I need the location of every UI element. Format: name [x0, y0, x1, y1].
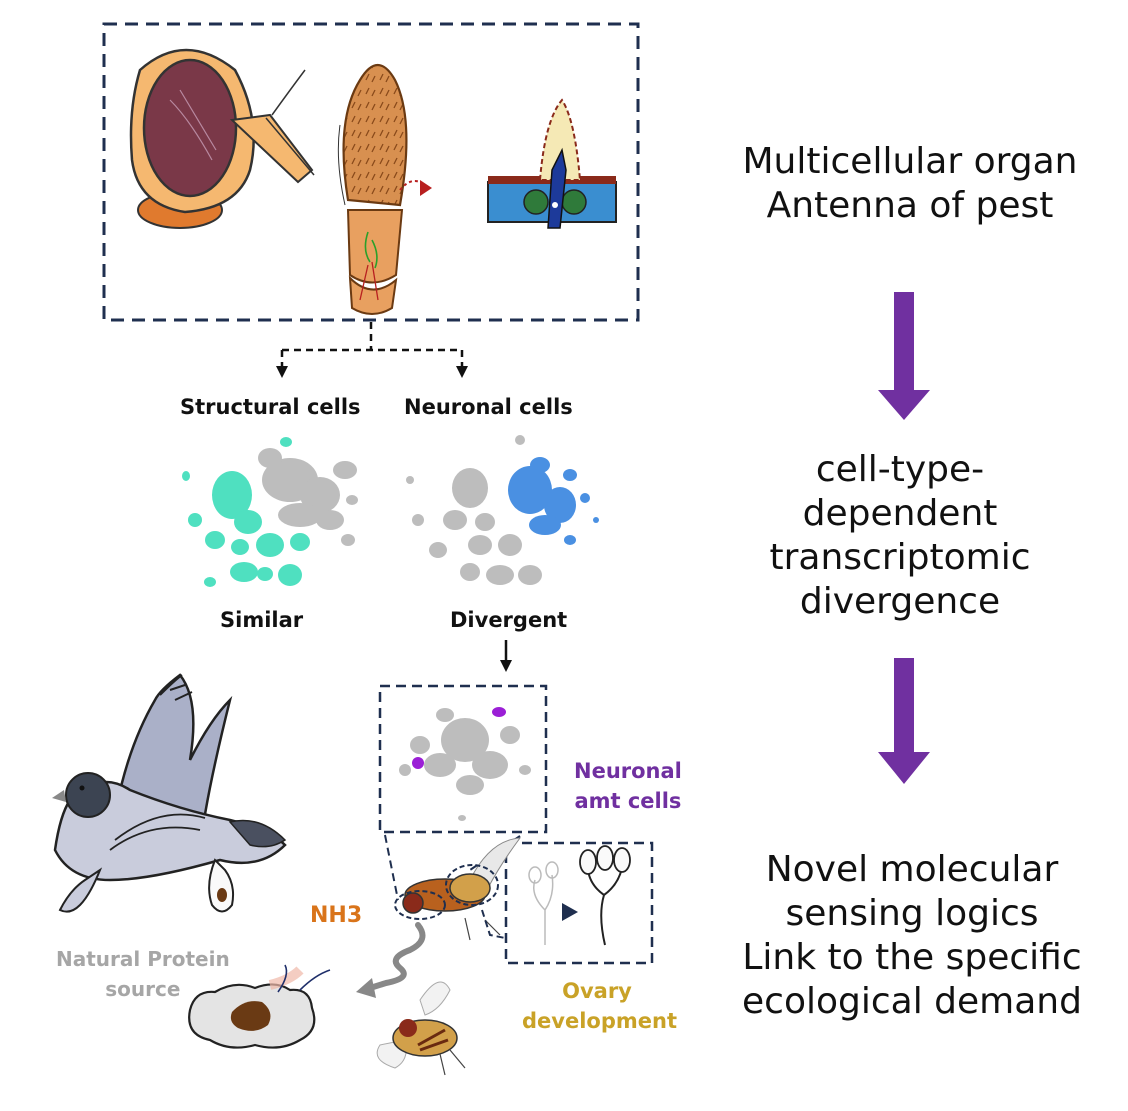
structural-umap [182, 437, 358, 587]
right-block2-line3: transcriptomic [769, 537, 1031, 578]
right-block1-line2: Antenna of pest [766, 185, 1054, 226]
structural-cells-label: Structural cells [180, 395, 361, 419]
divergent-arrow [500, 640, 512, 672]
sensillum-icon [487, 98, 617, 229]
right-block-sensing: Novel molecular sensing logics Link to t… [722, 848, 1102, 1024]
neuronal-umap [406, 435, 599, 585]
protein-label-line1: Natural Protein [56, 947, 230, 971]
right-block2-line1: cell-type- [815, 449, 985, 490]
amt-cells-label: Neuronal amt cells [574, 756, 682, 816]
amt-label-line2: amt cells [574, 789, 682, 813]
nh3-label: NH3 [310, 903, 363, 928]
antenna-segment-icon [337, 63, 432, 315]
antenna-panel [102, 22, 640, 322]
similar-label: Similar [220, 608, 304, 632]
right-block-divergence: cell-type- dependent transcriptomic dive… [710, 448, 1090, 624]
ovary-label-line2: development [522, 1009, 677, 1033]
right-block3-line4: ecological demand [742, 981, 1082, 1022]
ovary-icon [528, 845, 631, 946]
right-block-organ: Multicellular organ Antenna of pest [720, 140, 1100, 228]
right-block3-line2: sensing logics [785, 893, 1039, 934]
fly-head-icon [129, 48, 315, 229]
fly-ovary-connector [481, 909, 506, 939]
ovary-panel [504, 841, 654, 965]
flow-arrow-2 [878, 658, 930, 784]
right-block2-line2: dependent [802, 493, 998, 534]
ovary-label-line1: Ovary [562, 979, 632, 1003]
pigeon-icon [52, 673, 287, 913]
fly-icon [376, 981, 466, 1076]
fly-icon [394, 837, 522, 941]
right-block1-line1: Multicellular organ [742, 141, 1078, 182]
ovary-development-label: Ovary development [522, 976, 677, 1036]
neuronal-cells-label: Neuronal cells [404, 395, 573, 419]
dropping-icon [208, 858, 235, 913]
divergent-label: Divergent [450, 608, 568, 632]
split-arrows [276, 322, 468, 378]
nh3-arrow [356, 922, 426, 998]
protein-label-line2: source [105, 977, 181, 1001]
flow-arrow-1 [878, 292, 930, 420]
right-block3-line3: Link to the specific [742, 937, 1082, 978]
protein-source-icon [188, 964, 331, 1049]
right-block3-line1: Novel molecular [765, 849, 1059, 890]
amt-panel [378, 684, 548, 834]
protein-source-label: Natural Protein source [56, 944, 230, 1004]
amt-label-line1: Neuronal [574, 759, 682, 783]
right-block2-line4: divergence [799, 581, 1001, 622]
